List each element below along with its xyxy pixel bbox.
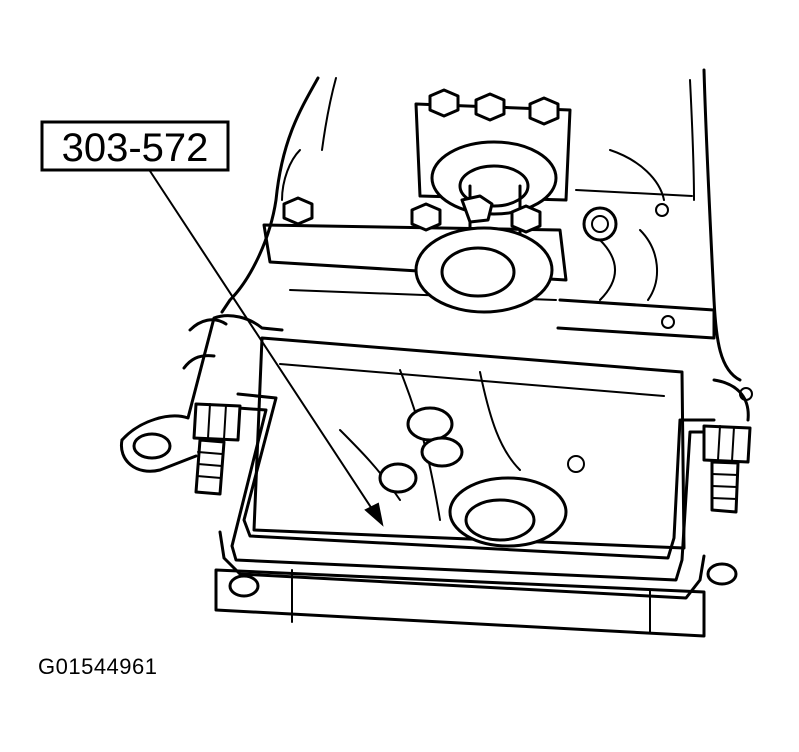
stud-nut-left bbox=[192, 402, 242, 496]
figure-id: G01544961 bbox=[38, 654, 158, 679]
sump-cavity bbox=[252, 336, 686, 550]
arrow-head-icon bbox=[364, 502, 384, 527]
engine-housing bbox=[220, 68, 742, 382]
mount-flange-left bbox=[119, 314, 284, 473]
tool-303-572 bbox=[218, 392, 716, 600]
callout-leader bbox=[147, 167, 384, 527]
callout-box: 303-572 bbox=[40, 120, 230, 172]
center-bearing bbox=[414, 203, 675, 329]
engine-block-lower bbox=[214, 378, 753, 638]
stud-nut-right bbox=[702, 424, 752, 514]
hex-bolt-icon bbox=[282, 88, 560, 234]
bearing-cap-upper bbox=[414, 102, 572, 238]
tool-number-label: 303-572 bbox=[62, 126, 209, 170]
